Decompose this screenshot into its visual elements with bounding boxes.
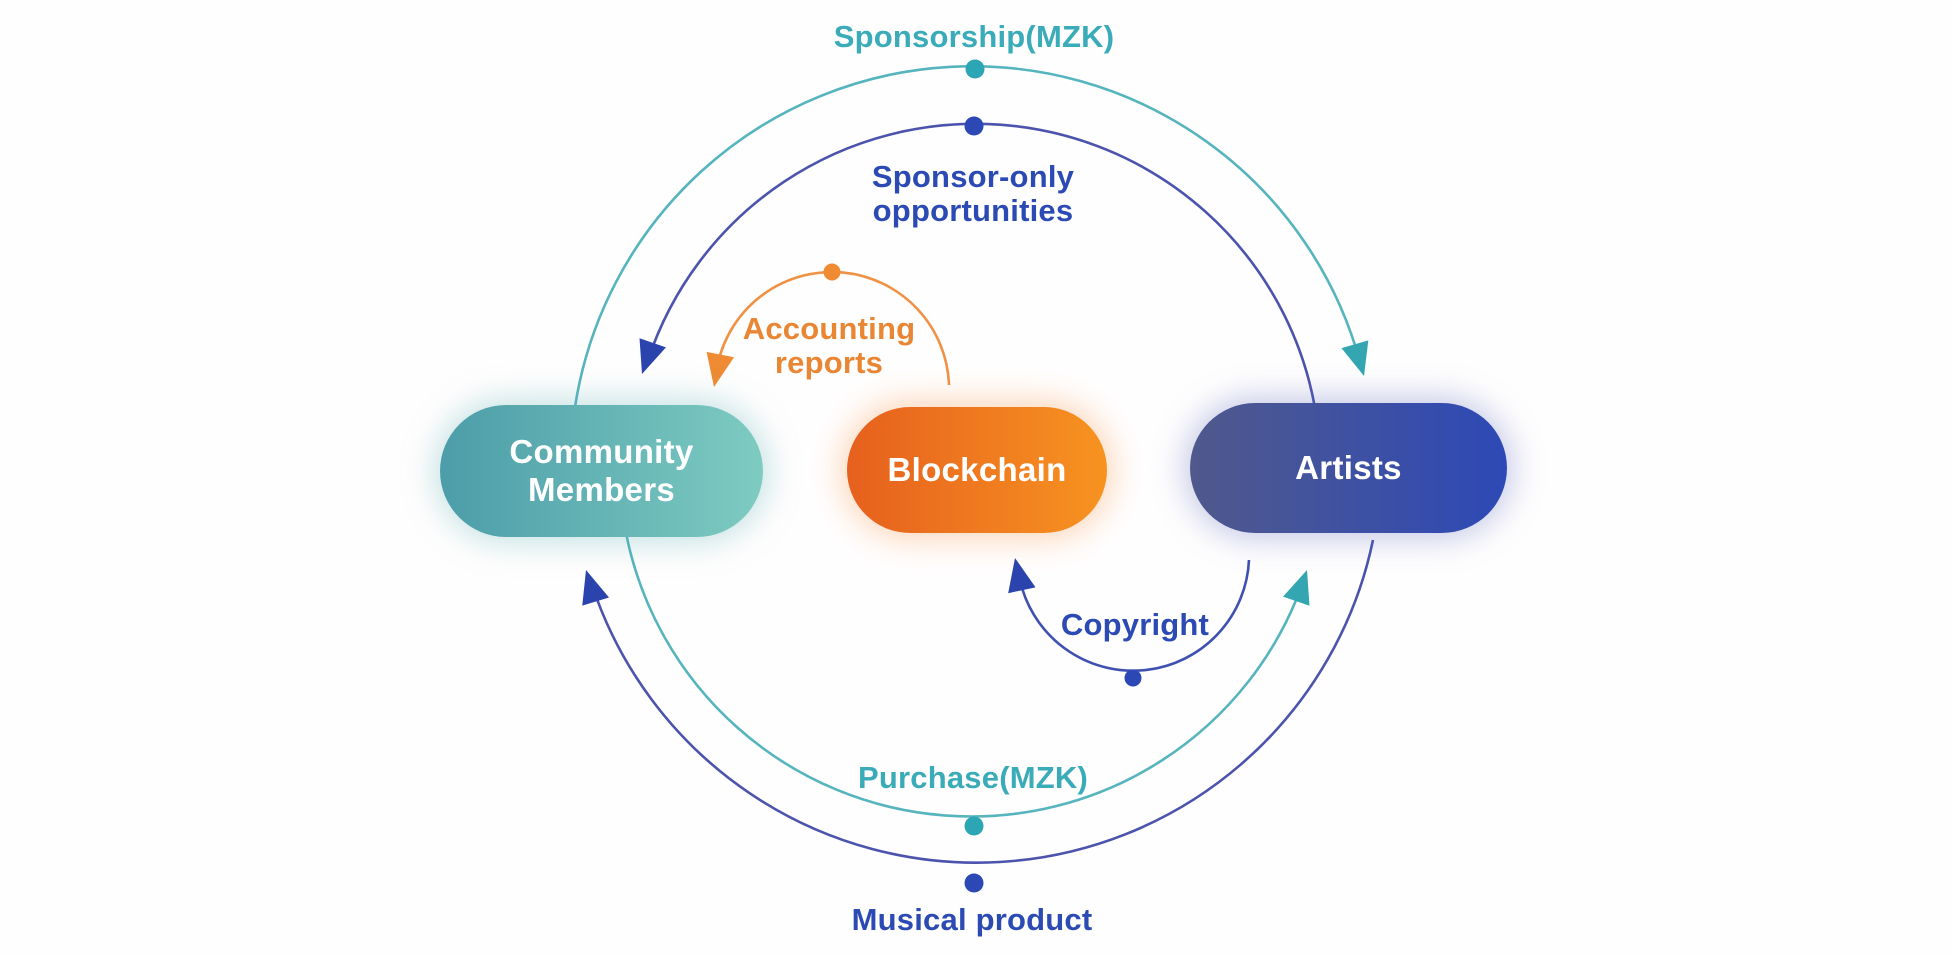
musical-product-dot (964, 873, 984, 893)
musical-product-arrowhead (582, 570, 610, 606)
sponsor-only-dot (964, 116, 984, 136)
purchase-label: Purchase(MZK) (858, 760, 1088, 795)
blockchain-label: Blockchain (887, 451, 1067, 488)
community-label-line1: Community (509, 433, 694, 470)
sponsor-only-label: Sponsor-only opportunities (872, 160, 1074, 228)
purchase-dot (964, 816, 984, 836)
accounting-dot (823, 263, 841, 281)
purchase-arrowhead (1283, 570, 1310, 606)
sponsorship-dot (965, 59, 985, 79)
musical-product-arc (590, 539, 1375, 864)
musical-product-label: Musical product (851, 902, 1093, 937)
node-artists: Artists (1190, 403, 1507, 533)
artists-label: Artists (1295, 449, 1402, 486)
accounting-label: Accounting reports (743, 312, 916, 380)
sponsorship-arrowhead (1341, 340, 1369, 376)
sponsor-only-label-line2: opportunities (872, 193, 1074, 228)
sponsor-only-label-line1: Sponsor-only (871, 159, 1075, 194)
node-blockchain: Blockchain (847, 407, 1107, 533)
accounting-arrowhead (706, 351, 735, 387)
purchase-arc (624, 532, 1304, 818)
sponsor-only-arrowhead (639, 338, 666, 374)
accounting-arc (716, 270, 951, 386)
copyright-arc (1020, 559, 1251, 673)
copyright-label: Copyright (1060, 607, 1210, 642)
sponsor-only-arc (646, 122, 1317, 409)
sponsorship-arc (573, 65, 1362, 408)
copyright-arrowhead (1008, 558, 1036, 594)
copyright-dot (1124, 669, 1142, 687)
accounting-label-line2: reports (774, 345, 884, 380)
node-community-members: Community Members (440, 405, 763, 537)
accounting-label-line1: Accounting (742, 311, 916, 346)
sponsorship-label: Sponsorship(MZK) (833, 19, 1115, 54)
community-label-line2: Members (528, 471, 675, 508)
